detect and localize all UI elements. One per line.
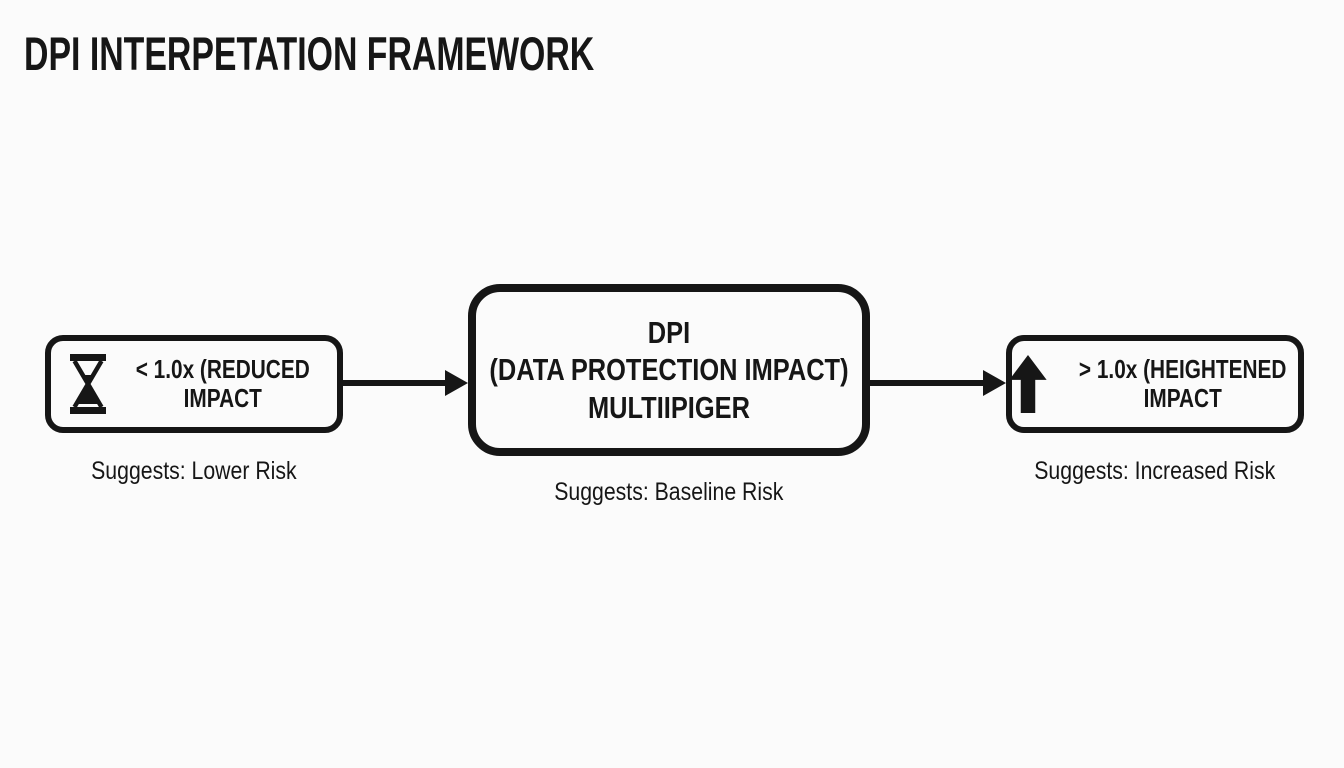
reduced-impact-node: < 1.0x (REDUCED IMPACT — [45, 335, 343, 433]
heightened-impact-label-line2: IMPACT — [1143, 383, 1223, 413]
heightened-impact-node: > 1.0x (HEIGHTENED IMPACT — [1006, 335, 1304, 433]
arrow-right-connector-left — [343, 368, 468, 398]
dpi-multiplier-node: DPI (DATA PROTECTION IMPACT) MULTIIPIGER — [468, 284, 870, 456]
hourglass-icon — [66, 354, 110, 414]
dpi-multiplier-line1: DPI — [647, 315, 691, 351]
dpi-multiplier-caption: Suggests: Baseline Risk — [468, 478, 870, 507]
up-arrow-icon — [1007, 355, 1049, 413]
dpi-multiplier-line3: MULTIIPIGER — [588, 389, 750, 425]
reduced-impact-label-line2: IMPACT — [183, 383, 263, 413]
heightened-impact-caption-text: Suggests: Increased Risk — [1034, 457, 1275, 485]
arrow-right-connector-right — [870, 368, 1006, 398]
reduced-impact-caption: Suggests: Lower Risk — [45, 457, 343, 486]
dpi-multiplier-label: DPI (DATA PROTECTION IMPACT) MULTIIPIGER — [489, 314, 848, 426]
reduced-impact-label: < 1.0x (REDUCED IMPACT — [136, 353, 310, 413]
dpi-multiplier-caption-text: Suggests: Baseline Risk — [554, 478, 784, 506]
heightened-impact-label-line1: > 1.0x (HEIGHTENED — [1079, 353, 1287, 384]
dpi-multiplier-line2: (DATA PROTECTION IMPACT) — [489, 352, 849, 388]
page-title: DPI INTERPETATION FRAMEWORK — [24, 27, 595, 80]
heightened-impact-label: > 1.0x (HEIGHTENED IMPACT — [1079, 353, 1287, 413]
reduced-impact-caption-text: Suggests: Lower Risk — [91, 457, 297, 485]
heightened-impact-caption: Suggests: Increased Risk — [1006, 457, 1303, 486]
reduced-impact-label-line1: < 1.0x (REDUCED — [136, 353, 310, 384]
